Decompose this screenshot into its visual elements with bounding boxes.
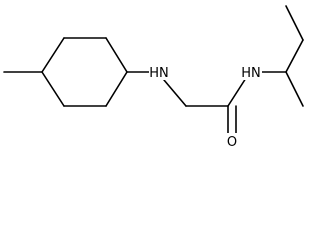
amine-nitrogen-label: HN [149, 66, 169, 81]
ring-bond [41, 71, 65, 107]
ethyl-bond [285, 5, 304, 41]
ch-to-ethyl-bond [285, 39, 304, 73]
amide-nitrogen-label: HN [241, 66, 261, 81]
ring-bond [105, 37, 128, 73]
ring-bond [41, 37, 65, 73]
ring-bond [105, 71, 128, 107]
ch-to-methyl-bond [285, 71, 304, 107]
structure-diagram: HN HN O [3, 5, 304, 150]
cyclohexane-ring [41, 37, 128, 107]
amine-to-ch2-bond [163, 79, 187, 107]
carbonyl-oxygen-label: O [227, 135, 237, 150]
carbonyl-to-amide-bond [227, 77, 247, 107]
